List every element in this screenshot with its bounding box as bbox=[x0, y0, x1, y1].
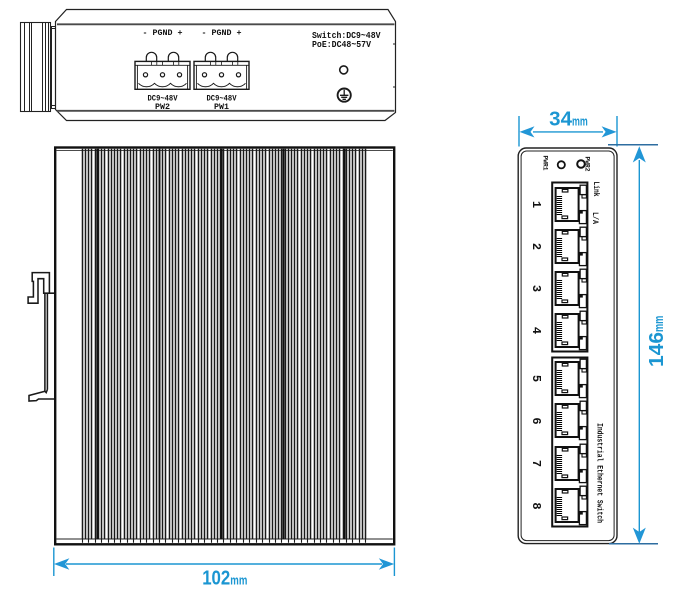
svg-text:- PGND +: - PGND + bbox=[143, 28, 183, 38]
svg-text:PWR1: PWR1 bbox=[542, 156, 549, 171]
svg-text:PW1: PW1 bbox=[214, 102, 229, 112]
svg-text:- PGND +: - PGND + bbox=[202, 28, 242, 38]
svg-text:PWR2: PWR2 bbox=[583, 157, 590, 172]
svg-text:146mm: 146mm bbox=[646, 316, 668, 367]
svg-text:Switch:DC9~48V: Switch:DC9~48V bbox=[312, 31, 381, 41]
svg-text:PoE:DC48~57V: PoE:DC48~57V bbox=[312, 40, 372, 50]
svg-text:DC9~48V: DC9~48V bbox=[207, 93, 238, 103]
svg-text:L/A: L/A bbox=[590, 212, 599, 224]
svg-text:3: 3 bbox=[529, 285, 543, 292]
svg-text:5: 5 bbox=[529, 375, 543, 382]
svg-text:PW2: PW2 bbox=[155, 102, 170, 112]
svg-text:Industrial Ethernet Switch: Industrial Ethernet Switch bbox=[594, 423, 604, 523]
svg-text:Link: Link bbox=[591, 182, 600, 197]
svg-text:6: 6 bbox=[529, 417, 543, 424]
svg-text:DC9~48V: DC9~48V bbox=[148, 93, 179, 103]
svg-text:34mm: 34mm bbox=[549, 108, 588, 130]
svg-text:102mm: 102mm bbox=[202, 568, 247, 590]
svg-text:7: 7 bbox=[529, 460, 543, 467]
svg-text:8: 8 bbox=[529, 502, 543, 509]
svg-text:2: 2 bbox=[529, 243, 543, 250]
svg-text:4: 4 bbox=[529, 327, 543, 334]
svg-text:1: 1 bbox=[529, 201, 543, 208]
